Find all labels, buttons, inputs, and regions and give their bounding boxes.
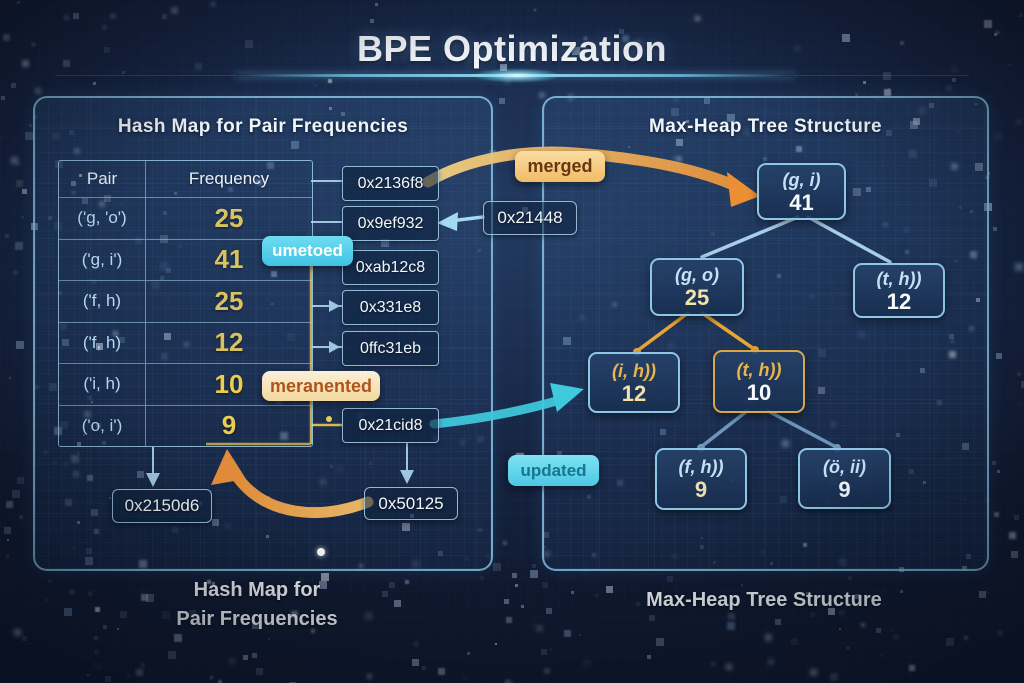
decorative-dot	[317, 548, 325, 556]
updated-badge-tree: updated	[508, 455, 599, 486]
table-row: ('o, i') 9	[59, 405, 312, 446]
hash-address-box: 0x9ef932	[342, 206, 439, 241]
max-heap-panel-header: Max-Heap Tree Structure	[648, 116, 883, 137]
pair-cell: ('g, 'o')	[59, 198, 146, 239]
frequency-cell: 25	[214, 202, 244, 233]
hash-map-caption: Hash Map for Pair Frequencies	[128, 576, 386, 634]
table-row: ('f, h) 12	[59, 322, 312, 364]
hash-map-panel-header: Hash Map for Pair Frequencies	[117, 116, 409, 137]
node-pair-label: (f, h))	[678, 457, 724, 477]
table-row: ('f, h) 25	[59, 281, 312, 323]
heap-node-lr-right: (ö, ii) 9	[798, 448, 891, 509]
node-value: 12	[621, 380, 647, 406]
frequency-cell: 12	[214, 327, 244, 358]
hash-address-box: 0ffc31eb	[342, 331, 439, 366]
page-title: BPE Optimization	[356, 28, 667, 69]
heap-node-root: (g, i) 41	[757, 163, 846, 220]
node-pair-label: (ö, ii)	[823, 456, 866, 477]
hash-address-box: 0x331e8	[342, 290, 439, 325]
node-pair-label: (t, h))	[876, 268, 922, 289]
heap-node-lr-left: (f, h)) 9	[655, 448, 747, 510]
hash-address-box-bottom-left: 0x2150d6	[112, 489, 212, 523]
caption-line: Pair Frequencies	[176, 608, 338, 630]
frequency-cell: 9	[221, 410, 237, 441]
node-value: 41	[789, 189, 814, 215]
column-header-pair: Pair	[59, 161, 146, 197]
heap-node-left-left: (i, h)) 12	[588, 352, 680, 413]
table-row: ('g, 'o') 25	[59, 198, 312, 240]
caption-line: Hash Map for	[193, 579, 321, 601]
heap-node-left-right: (t, h)) 10	[713, 350, 805, 413]
node-value: 12	[886, 288, 912, 314]
node-value: 9	[694, 477, 708, 502]
node-pair-label: (i, h))	[612, 360, 656, 381]
table-header-row: Pair Frequency	[59, 161, 312, 198]
merged-badge-table: meranented	[262, 371, 380, 401]
frequency-cell: 25	[214, 285, 244, 316]
pair-cell: ('o, i')	[59, 405, 146, 446]
column-header-frequency: Frequency	[188, 169, 270, 188]
node-value: 9	[838, 476, 851, 502]
pair-frequency-table: Pair Frequency ('g, 'o') 25 ('g, i') 41 …	[58, 160, 313, 447]
max-heap-caption: Max-Heap Tree Structure	[646, 589, 882, 611]
node-value: 25	[684, 285, 710, 310]
pair-cell: ('i, h)	[59, 364, 146, 405]
pair-cell: ('f, h)	[59, 281, 146, 322]
hash-address-box: 0x21cid8	[342, 408, 439, 443]
hash-address-box: 0x2136f8	[342, 166, 439, 201]
merged-badge: merged	[515, 151, 605, 182]
node-pair-label: (t, h))	[736, 359, 782, 380]
pair-cell: ('g, i')	[59, 239, 146, 280]
hash-address-box-floating: 0x21448	[483, 201, 577, 235]
pair-cell: ('f, h)	[59, 322, 146, 363]
node-pair-label: (g, o)	[675, 265, 719, 285]
node-pair-label: (g, i)	[782, 169, 821, 190]
node-value: 10	[746, 379, 772, 405]
heap-node-left: (g, o) 25	[650, 258, 744, 316]
updated-badge-table: umetoed	[262, 236, 353, 266]
heap-node-right: (t, h)) 12	[853, 263, 945, 318]
title-divider-flare	[472, 68, 562, 83]
hash-address-box-bottom-right: 0x50125	[364, 487, 458, 520]
hash-address-box: 0xab12c8	[342, 250, 439, 285]
